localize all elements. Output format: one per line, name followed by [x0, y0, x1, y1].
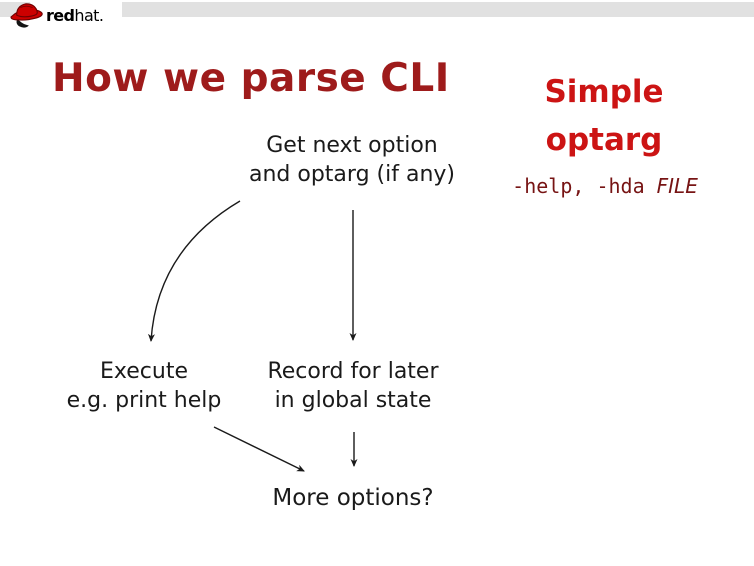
node-line: Record for later: [267, 359, 439, 384]
optarg-heading-line2: optarg: [545, 122, 663, 158]
logo-text-hat: hat.: [74, 6, 104, 25]
node-line: More options?: [272, 485, 434, 511]
slide-title: How we parse CLI: [52, 56, 450, 101]
flow-node-more-options: More options?: [243, 484, 463, 513]
logo-background: [30, 0, 122, 30]
node-line: in global state: [274, 388, 432, 413]
node-line: Get next option: [266, 133, 438, 158]
header-stripe: [0, 2, 754, 17]
node-line: e.g. print help: [66, 388, 222, 413]
node-line: Execute: [100, 359, 188, 384]
optarg-example-arg: FILE: [656, 174, 698, 198]
optarg-heading-line1: Simple: [544, 74, 664, 110]
node-line: and optarg (if any): [249, 162, 455, 187]
arrow-execute-to-more: [213, 426, 305, 472]
flow-node-execute: Execute e.g. print help: [34, 357, 254, 415]
redhat-wordmark: redhat.: [46, 6, 104, 25]
arrow-get-to-execute: [147, 200, 241, 342]
flow-node-record: Record for later in global state: [243, 357, 463, 415]
redhat-hat-icon: [10, 3, 43, 28]
logo-text-red: red: [46, 6, 75, 25]
optarg-heading: Simple optarg: [488, 68, 720, 164]
flow-node-get-next-option: Get next option and optarg (if any): [227, 131, 477, 189]
optarg-example-code: -help, -hda: [512, 174, 657, 198]
optarg-example: -help, -hda FILE: [460, 174, 750, 198]
